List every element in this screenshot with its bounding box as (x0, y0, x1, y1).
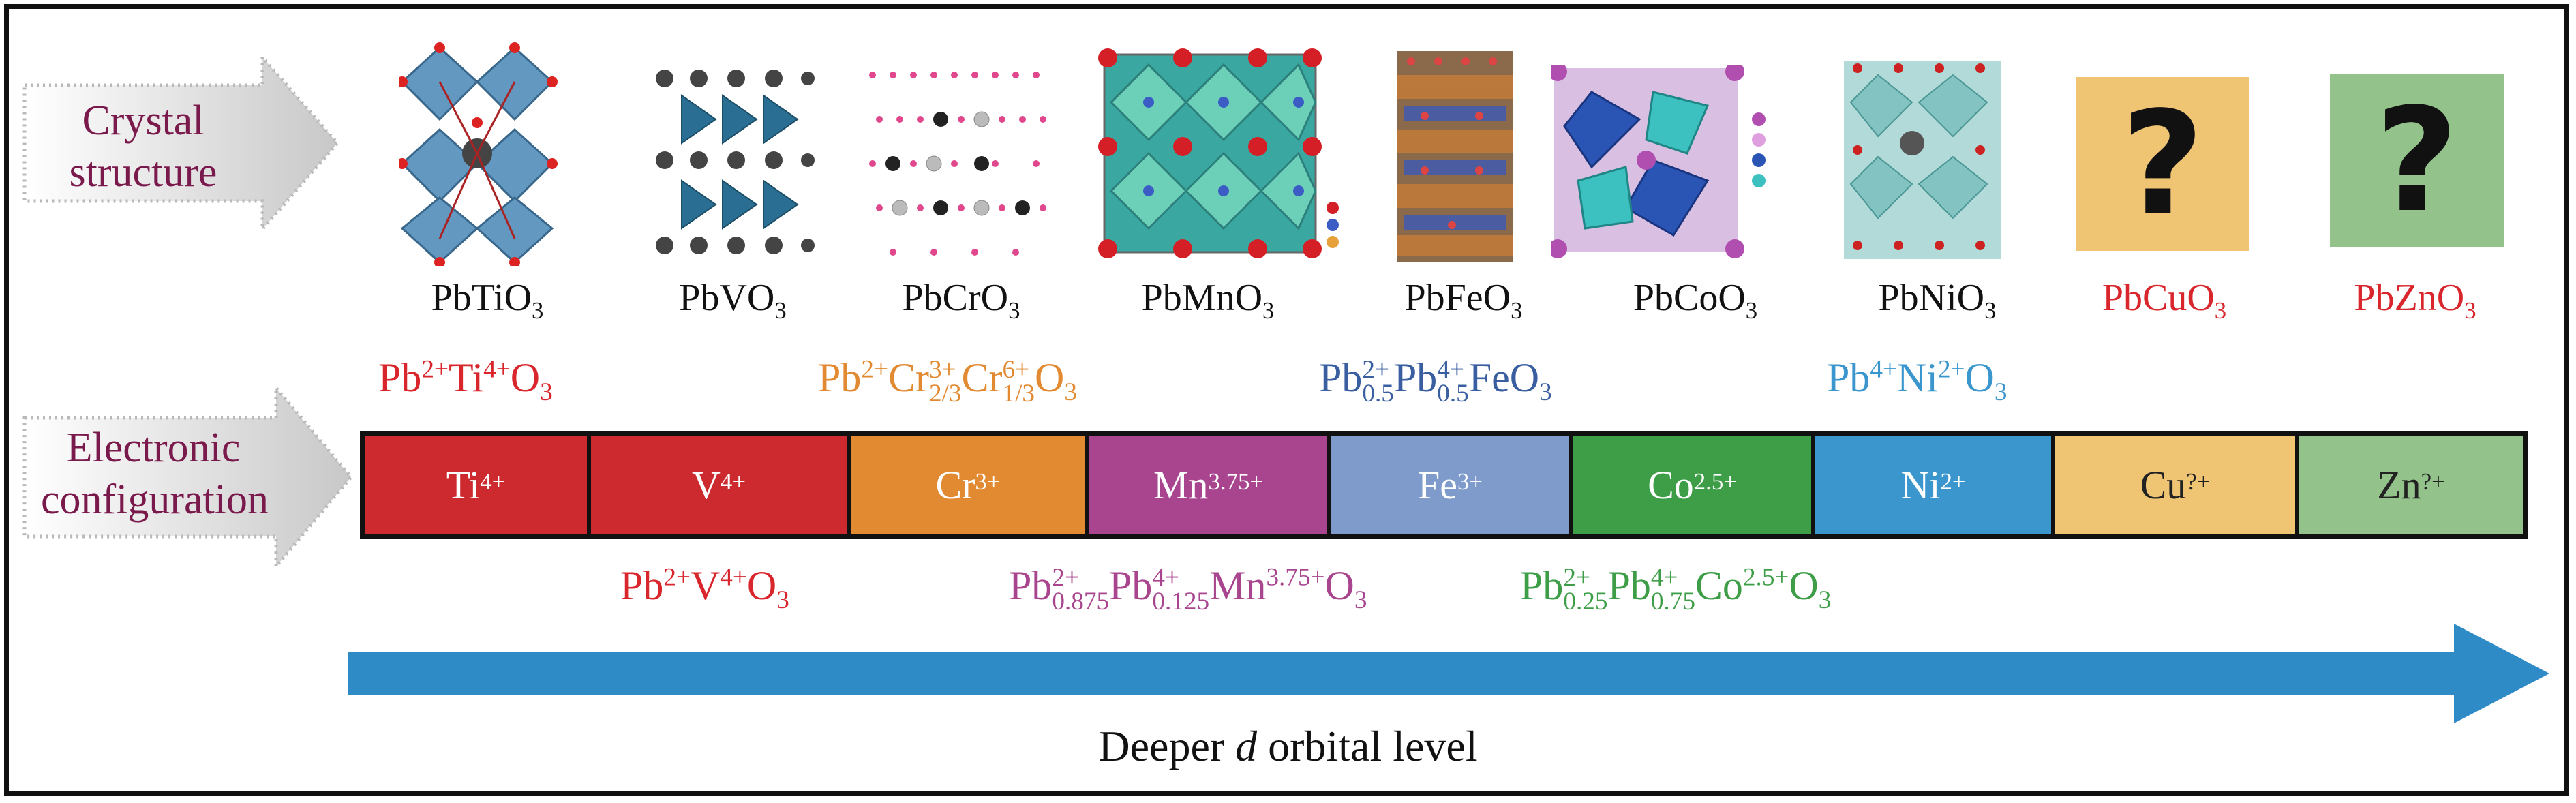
pbmno3-structure-image (1098, 48, 1339, 258)
formula-pbtio3: Pb2+Ti4+O3 (378, 355, 553, 407)
pbcoo3-structure-image (1551, 65, 1766, 258)
figure-frame (4, 4, 2569, 796)
pbnio3-structure-image (1844, 61, 2001, 259)
pbcro3-structure-image (869, 72, 1046, 256)
crystal-structure-arrow (22, 55, 340, 232)
d-orbital-arrow (348, 624, 2549, 723)
pbtio3-structure-image (399, 42, 558, 266)
bar-cell-zn: Zn?+ (2299, 436, 2523, 534)
pbcuo3-unknown-structure: ? (2076, 77, 2249, 251)
compound-label-pbcuo3: PbCuO3 (2102, 277, 2227, 324)
formula-pbvo3: Pb2+V4+O3 (620, 563, 789, 615)
compound-label-pbtio3: PbTiO3 (431, 277, 544, 324)
compound-label-pbzno3: PbZnO3 (2354, 277, 2476, 324)
bar-cell-cu: Cu?+ (2055, 436, 2299, 534)
formula-pbnio3: Pb4+Ni2+O3 (1827, 355, 2007, 407)
electronic-label-line1: Electronic (66, 425, 241, 471)
compound-label-pbmno3: PbMnO3 (1141, 277, 1275, 324)
compound-label-pbcro3: PbCrO3 (902, 277, 1020, 324)
electronic-configuration-arrow (22, 385, 354, 569)
crystal-structure-label: Crystal structure (41, 95, 245, 198)
crystal-label-line1: Crystal (82, 97, 204, 144)
compound-label-pbnio3: PbNiO3 (1878, 277, 1997, 324)
question-mark-icon: ? (2375, 76, 2459, 244)
compound-label-pbfeo3: PbFeO3 (1404, 277, 1523, 324)
electronic-configuration-label: Electronic configuration (41, 423, 269, 526)
compound-label-pbvo3: PbVO3 (679, 277, 787, 324)
question-mark-icon: ? (2121, 80, 2204, 247)
d-orbital-caption: Deeper d orbital level (1098, 722, 1478, 770)
crystal-label-line2: structure (69, 149, 217, 196)
pbzno3-unknown-structure: ? (2330, 74, 2504, 247)
compound-label-pbcoo3: PbCoO3 (1633, 277, 1758, 324)
electronic-label-line2: configuration (41, 476, 269, 523)
pbvo3-structure-image (656, 70, 815, 254)
pbfeo3-structure-image (1397, 51, 1513, 262)
